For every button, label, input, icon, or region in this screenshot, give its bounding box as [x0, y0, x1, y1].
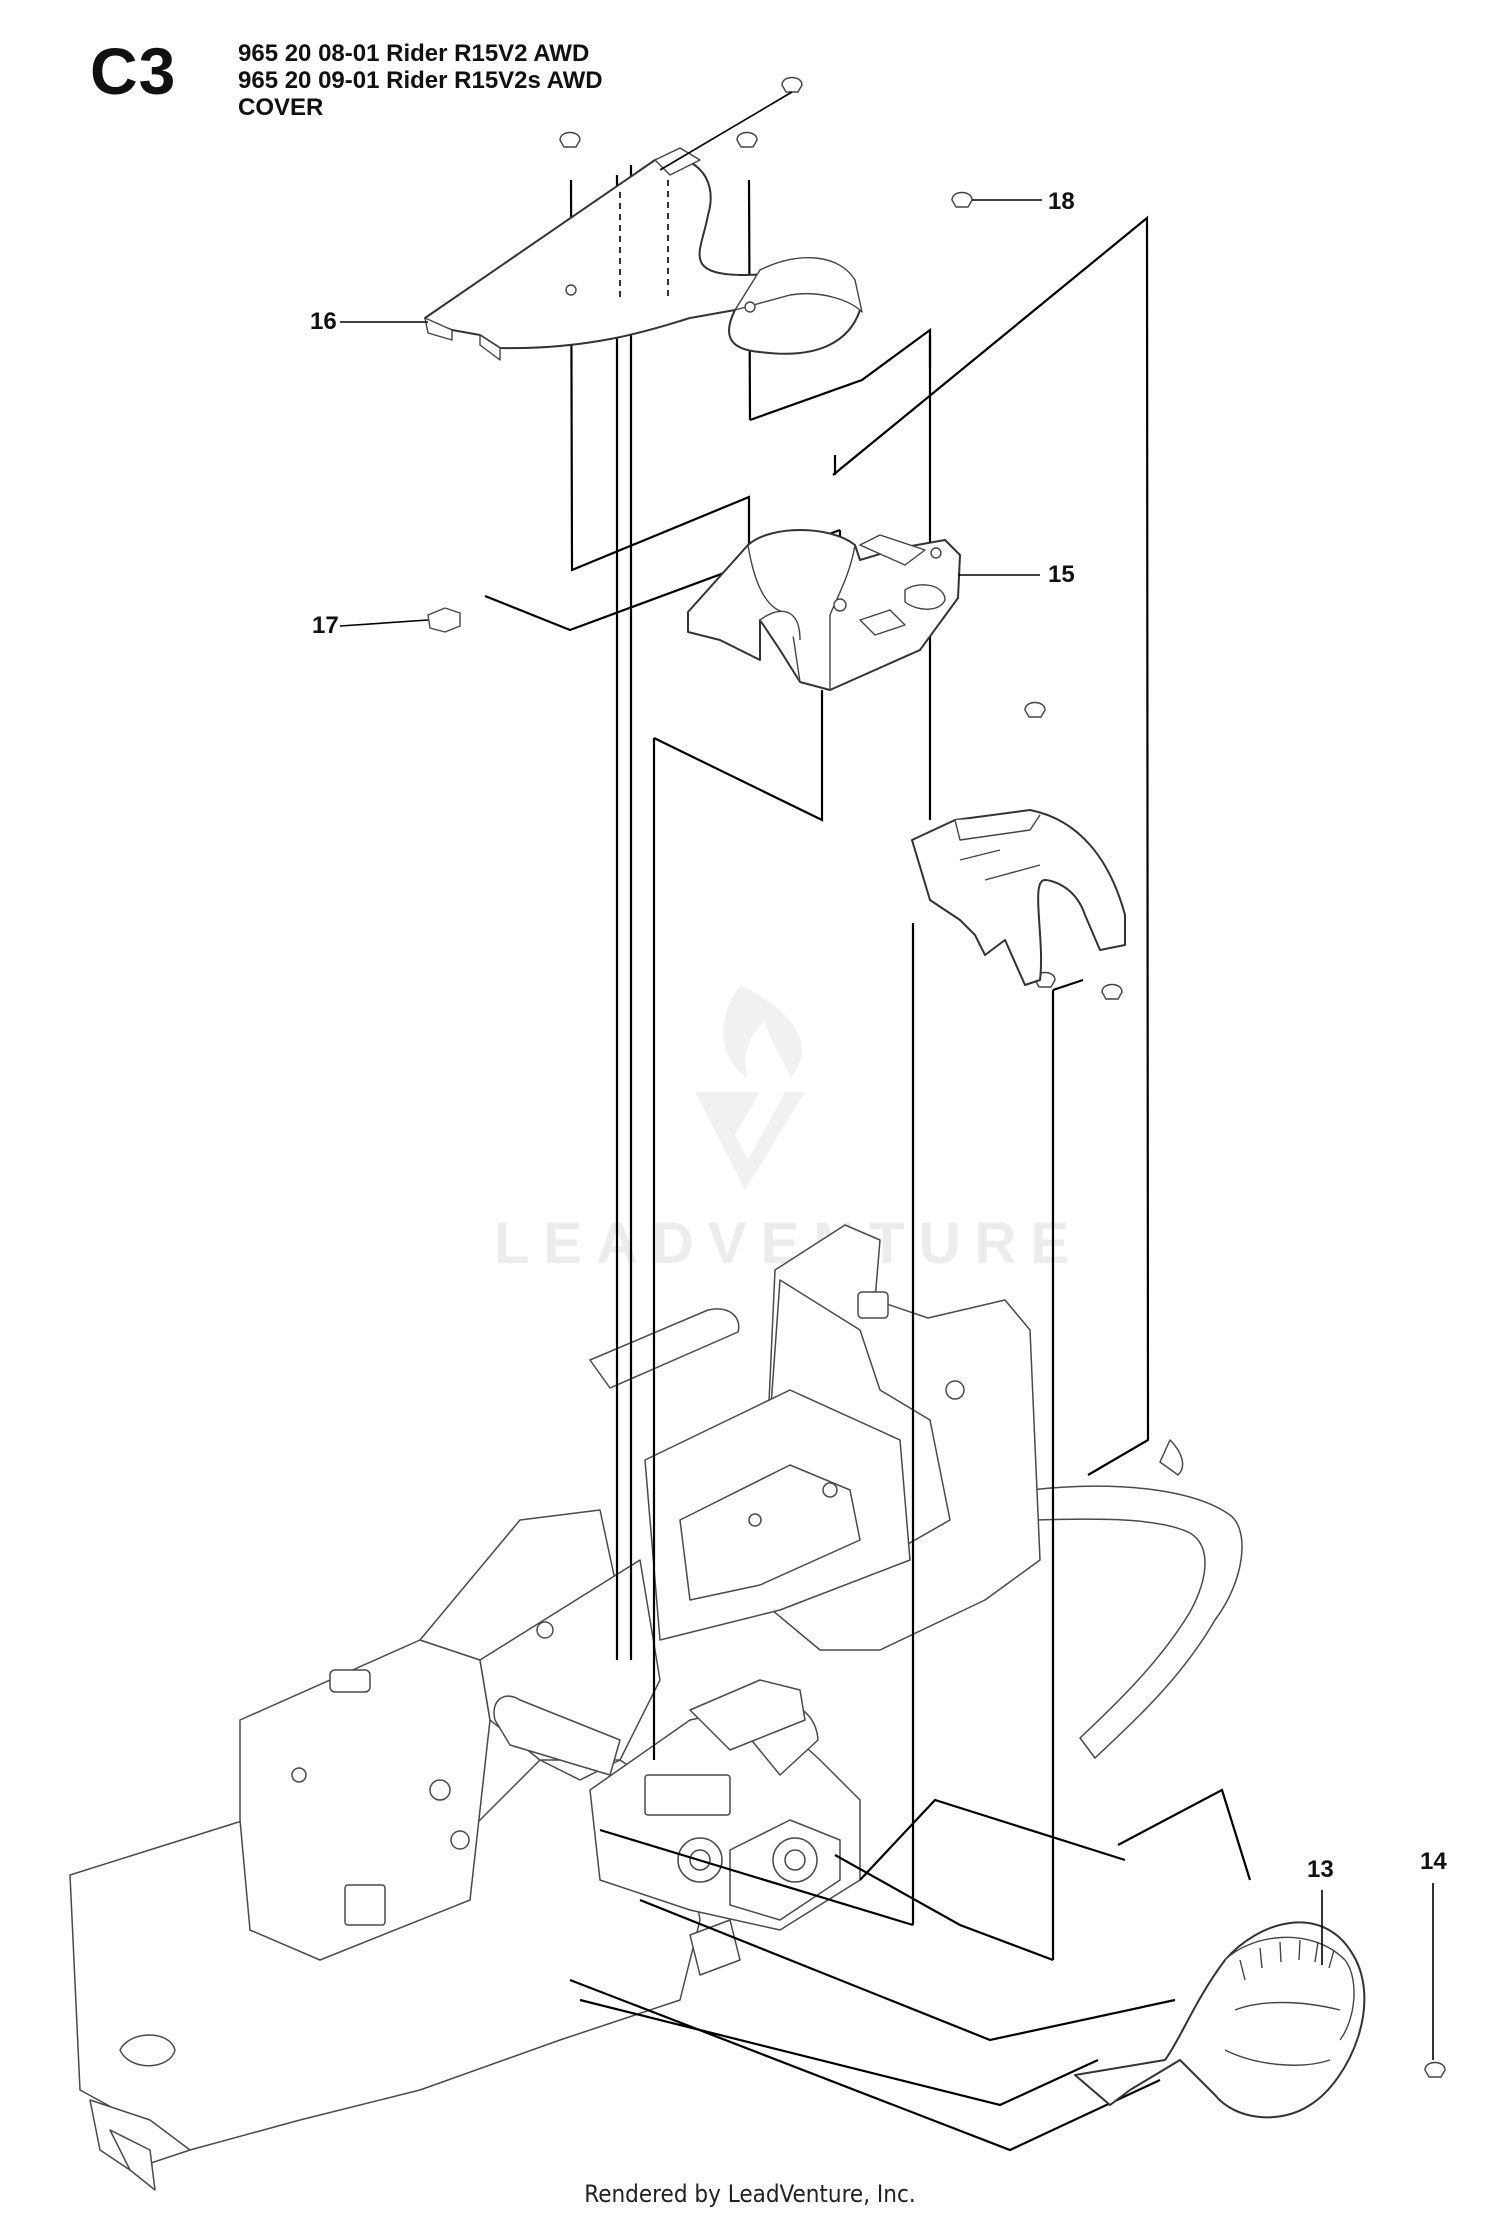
- callout-13: 13: [1307, 1856, 1334, 1883]
- section-title: COVER: [238, 94, 324, 121]
- leader-17: [339, 619, 429, 627]
- part-13-side-cover: [1074, 1921, 1366, 2119]
- part-16-upper-cover: [424, 147, 863, 361]
- callout-17: 17: [312, 612, 339, 639]
- footer-credit: Rendered by LeadVenture, Inc.: [584, 2180, 916, 2208]
- model-line-2: 965 20 09-01 Rider R15V2s AWD: [238, 67, 603, 94]
- callout-14: 14: [1420, 1848, 1447, 1875]
- shield-bracket: [911, 809, 1126, 986]
- leadventure-logo-watermark: [695, 985, 805, 1190]
- callout-15: 15: [1048, 561, 1075, 588]
- callout-leaders: [339, 199, 1434, 2060]
- diagram-code: C3: [90, 34, 177, 108]
- part-17-clip: [427, 607, 461, 633]
- callout-16: 16: [310, 308, 337, 335]
- frame-assembly: [69, 1224, 1243, 2191]
- diagram-header: 965 20 08-01 Rider R15V2 AWD 965 20 09-0…: [238, 40, 603, 121]
- part-15-console-cover: [687, 529, 961, 691]
- callout-18: 18: [1048, 188, 1075, 215]
- model-line-1: 965 20 08-01 Rider R15V2 AWD: [238, 40, 590, 67]
